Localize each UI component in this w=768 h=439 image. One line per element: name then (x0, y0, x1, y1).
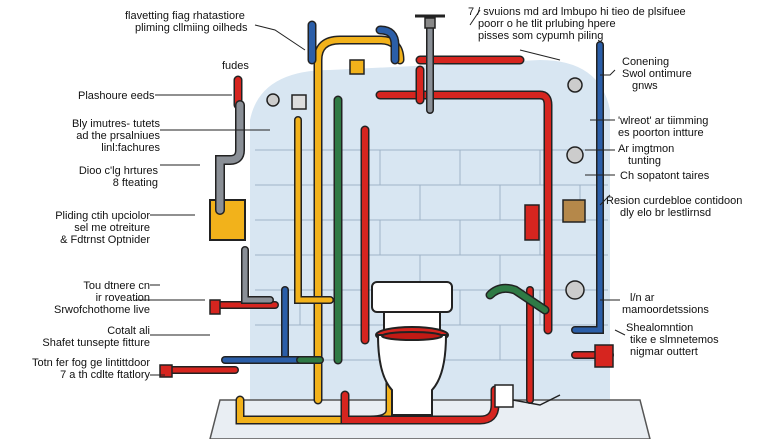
label-left-3: Dioo c'lg hrtures 8 fteating (50, 165, 158, 189)
label-right-1: Conening Swol ontimure gnws (622, 56, 692, 92)
label-right-1-line2: Swol ontimure (622, 68, 692, 80)
label-left-5: Tou dtnere cn ir roveation Srwofchothome… (20, 280, 150, 316)
label-left-5-line2: ir roveation (95, 292, 150, 304)
label-left-3-line1: Dioo c'lg hrtures (78, 165, 158, 177)
label-right-5-line1: Resion curdebloe contidoon (606, 195, 743, 207)
label-left-4-line1: Pliding ctih upciolor (55, 210, 150, 222)
label-right-2-line1: 'wlreot' ar tiimming (618, 115, 709, 127)
label-right-1-line3: gnws (632, 80, 658, 92)
label-top-left: flavetting fiag rhatastiore pliming cllm… (125, 10, 248, 34)
label-left-6-line1: Cotalt ali (107, 325, 150, 337)
label-right-6: l/n ar mamoordetssions (622, 292, 709, 316)
green-pipes (296, 95, 550, 365)
label-right-7-line1: Shealomntion (626, 322, 694, 334)
leader-lines (135, 9, 626, 376)
label-right-3-line1: Ar imgtmon (618, 143, 675, 155)
label-right-6-line1: l/n ar (630, 292, 655, 304)
label-right-5: Resion curdebloe contidoon dly elo br le… (606, 195, 742, 219)
label-right-1-line1: Conening (622, 56, 670, 68)
label-right-3-line2: tunting (628, 155, 662, 167)
label-top-right-line1: 7 / svuions md ard lmbupo hi tieo de pls… (468, 6, 686, 18)
label-right-2: 'wlreot' ar tiimming es poorton intture (618, 115, 708, 139)
label-left-3-line2: 8 fteating (112, 177, 158, 189)
label-left-4-line2: sel me otreiture (74, 222, 150, 234)
label-right-6-line2: mamoordetssions (622, 304, 709, 316)
label-right-2-line2: es poorton intture (618, 127, 704, 139)
label-right-4: Ch sopatont taires (620, 170, 710, 182)
label-top-left-line1: flavetting fiag rhatastiore (125, 10, 245, 22)
label-right-3: Ar imgtmon tunting (618, 143, 674, 167)
label-left-4-line3: & Fdtrnst Optnider (60, 234, 150, 246)
label-left-6-line2: Shafet tunsepte fitture (42, 337, 150, 349)
label-left-2-line1: Bly imutres- tutets (71, 118, 160, 130)
label-fudes: fudes (222, 60, 249, 72)
label-left-1: Plashoure eeds (78, 90, 155, 102)
floor-fixture (494, 384, 561, 408)
grey-pipes (215, 16, 434, 304)
label-right-7: Shealomntion tike e slmnetemos nigmar ou… (626, 322, 719, 358)
label-left-2-line3: linl:fachures (101, 142, 160, 154)
label-left-2-line2: ad the prsalniues (76, 130, 160, 142)
valves (159, 14, 614, 378)
label-top-left-line2: pliming cllmiing oilheds (135, 22, 248, 34)
label-top-right-line2: poorr o he tlit prlubing hpere (478, 18, 616, 30)
label-top-right: 7 / svuions md ard lmbupo hi tieo de pls… (468, 6, 686, 42)
label-right-7-line2: tike e slmnetemos (630, 334, 719, 346)
label-left-4: Pliding ctih upciolor sel me otreiture &… (30, 210, 150, 246)
blue-pipes (221, 20, 604, 364)
label-left-7-line2: 7 a th cdlte ftatlory (60, 369, 150, 381)
label-left-5-line1: Tou dtnere cn (83, 280, 150, 292)
label-right-5-line2: dly elo br lestlirnsd (620, 207, 712, 219)
label-left-7-line1: Totn fer fog ge lintittdoor (31, 357, 150, 369)
label-top-right-line3: pisses som cypumh piling (478, 30, 604, 42)
label-right-7-line3: nigmar outtert (630, 346, 698, 358)
label-left-5-line3: Srwofchothome live (54, 304, 150, 316)
red-pipes (166, 55, 614, 425)
label-left-6: Cotalt ali Shafet tunsepte fitture (10, 325, 150, 349)
toilet (371, 281, 453, 416)
label-left-7: Totn fer fog ge lintittdoor 7 a th cdlte… (5, 357, 150, 381)
label-left-2: Bly imutres- tutets ad the prsalniues li… (50, 118, 160, 154)
